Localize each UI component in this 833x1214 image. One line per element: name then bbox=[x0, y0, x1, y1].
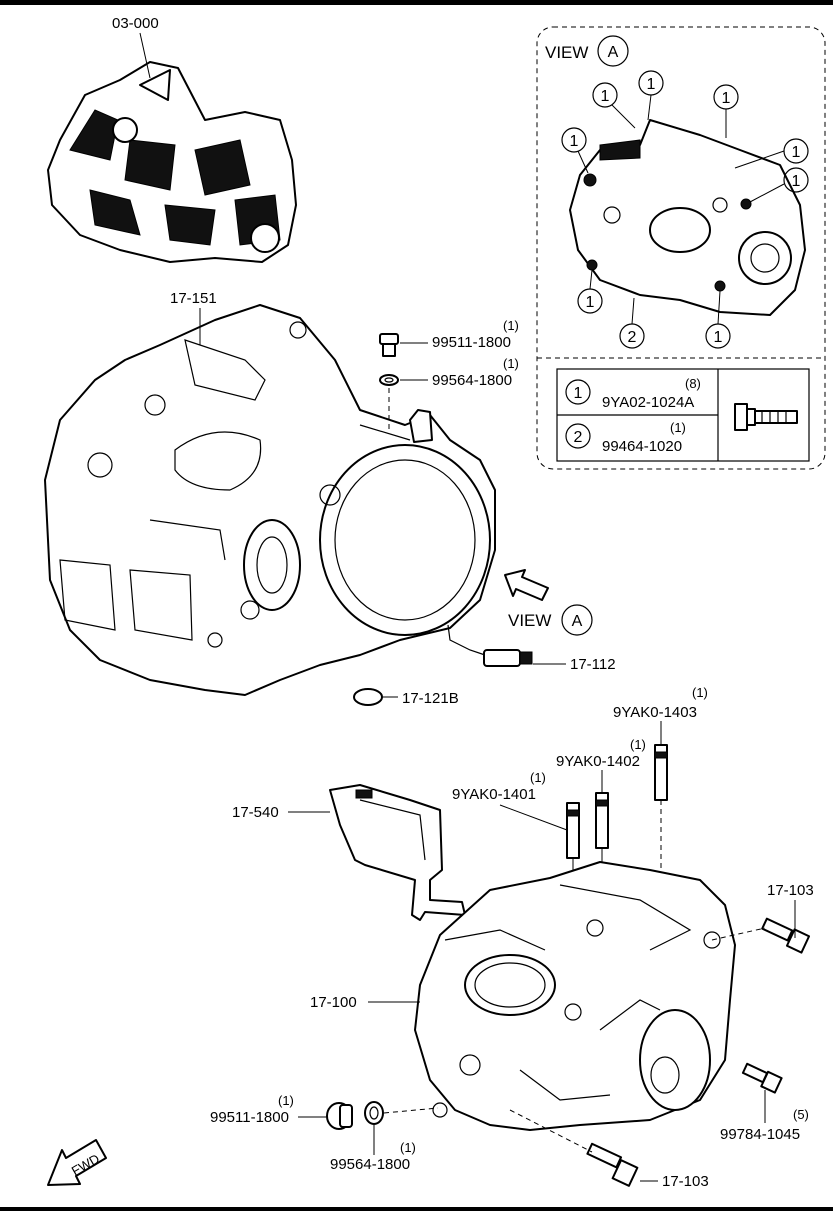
svg-text:1: 1 bbox=[792, 173, 801, 190]
fastener-row-1: 1 (8) 9YA02-1024A bbox=[565, 376, 701, 411]
svg-text:1: 1 bbox=[574, 385, 583, 402]
view-a-callout-2: 1 bbox=[638, 70, 664, 121]
label-9yak0-1403: 9YAK0-1403 bbox=[613, 704, 697, 721]
label-99564-top: 99564-1800 bbox=[432, 372, 512, 389]
qty-99511-bottom: (1) bbox=[278, 1093, 294, 1108]
svg-text:1: 1 bbox=[714, 329, 723, 346]
label-17-121b: 17-121B bbox=[402, 690, 459, 707]
view-a-arrow-letter: A bbox=[572, 613, 583, 630]
bottom-border bbox=[0, 1207, 833, 1211]
svg-text:1: 1 bbox=[647, 76, 656, 93]
fastener-row-2: 2 (1) 99464-1020 bbox=[565, 420, 686, 455]
svg-text:9YA02-1024A: 9YA02-1024A bbox=[602, 394, 694, 411]
washer-bottom bbox=[364, 1101, 384, 1125]
oil-guide-plate bbox=[329, 784, 466, 921]
label-99511-top: 99511-1800 bbox=[432, 334, 511, 351]
svg-text:1: 1 bbox=[792, 144, 801, 161]
stud-9yak0-1403 bbox=[654, 744, 668, 801]
bolt-17-103-lower bbox=[586, 1142, 639, 1187]
view-a-letter: A bbox=[608, 44, 619, 61]
qty-99564-top: (1) bbox=[503, 356, 519, 371]
label-99564-bottom: 99564-1800 bbox=[330, 1156, 410, 1173]
qty-9yak0-1403: (1) bbox=[692, 685, 708, 700]
label-17-100: 17-100 bbox=[310, 994, 357, 1011]
qty-99511-top: (1) bbox=[503, 318, 519, 333]
stud-9yak0-1402 bbox=[595, 792, 609, 849]
label-99784-1045: 99784-1045 bbox=[720, 1126, 800, 1143]
svg-text:99464-1020: 99464-1020 bbox=[602, 438, 682, 455]
view-a-callout-5: 1 bbox=[734, 138, 809, 169]
qty-99564-bottom: (1) bbox=[400, 1140, 416, 1155]
view-a-callout-6: 1 bbox=[749, 167, 809, 203]
fwd-arrow-icon: FWD bbox=[47, 1139, 107, 1186]
svg-text:(8): (8) bbox=[685, 376, 701, 391]
top-border bbox=[0, 0, 833, 5]
label-17-540: 17-540 bbox=[232, 804, 279, 821]
view-a-title: VIEW bbox=[545, 43, 588, 62]
label-17-151: 17-151 bbox=[170, 290, 217, 307]
svg-text:1: 1 bbox=[586, 294, 595, 311]
assembly-leader bbox=[139, 32, 151, 79]
svg-text:2: 2 bbox=[574, 429, 583, 446]
view-a-callout-9: 2 bbox=[619, 297, 645, 349]
qty-99784-1045: (5) bbox=[793, 1107, 809, 1122]
view-a-callout-7: 1 bbox=[577, 269, 603, 314]
transaxle-case-illustration bbox=[414, 861, 736, 1131]
qty-9yak0-1401: (1) bbox=[530, 770, 546, 785]
view-a-callout-1: 1 bbox=[592, 82, 636, 129]
seal-17-121b bbox=[353, 688, 383, 706]
view-a-callout-8: 1 bbox=[705, 290, 731, 349]
qty-9yak0-1402: (1) bbox=[630, 737, 646, 752]
label-9yak0-1401: 9YAK0-1401 bbox=[452, 786, 536, 803]
label-17-112: 17-112 bbox=[570, 656, 616, 673]
svg-text:1: 1 bbox=[601, 88, 610, 105]
view-a-arrow-title: VIEW bbox=[508, 611, 551, 630]
assembly-label: 03-000 bbox=[112, 15, 159, 32]
svg-text:2: 2 bbox=[628, 329, 637, 346]
view-a-callout-3: 1 bbox=[713, 84, 739, 138]
drain-plug-bottom bbox=[326, 1102, 353, 1130]
label-9yak0-1402: 9YAK0-1402 bbox=[556, 753, 640, 770]
svg-text:1: 1 bbox=[570, 133, 579, 150]
label-17-103-upper: 17-103 bbox=[767, 882, 814, 899]
transaxle-assembly-illustration bbox=[47, 61, 297, 263]
flange-bolt-icon bbox=[734, 403, 798, 431]
bolt-17-103-upper bbox=[761, 917, 811, 954]
view-a-arrow-icon bbox=[504, 569, 549, 601]
washer-top bbox=[379, 374, 399, 386]
speed-sensor bbox=[447, 624, 533, 667]
view-a-detail-box: VIEW A 1 1 1 1 1 bbox=[536, 26, 826, 470]
fastener-table: 1 (8) 9YA02-1024A 2 (1) 99464-1020 bbox=[556, 368, 810, 462]
label-17-103-lower: 17-103 bbox=[662, 1173, 709, 1190]
svg-text:1: 1 bbox=[722, 90, 731, 107]
drain-plug-top bbox=[379, 333, 399, 357]
stud-9yak0-1401 bbox=[566, 802, 580, 859]
clutch-housing-illustration bbox=[44, 304, 496, 696]
view-a-callout-4: 1 bbox=[561, 127, 589, 174]
label-99511-bottom: 99511-1800 bbox=[210, 1109, 289, 1126]
svg-text:(1): (1) bbox=[670, 420, 686, 435]
bolt-99784-1045 bbox=[741, 1062, 783, 1094]
